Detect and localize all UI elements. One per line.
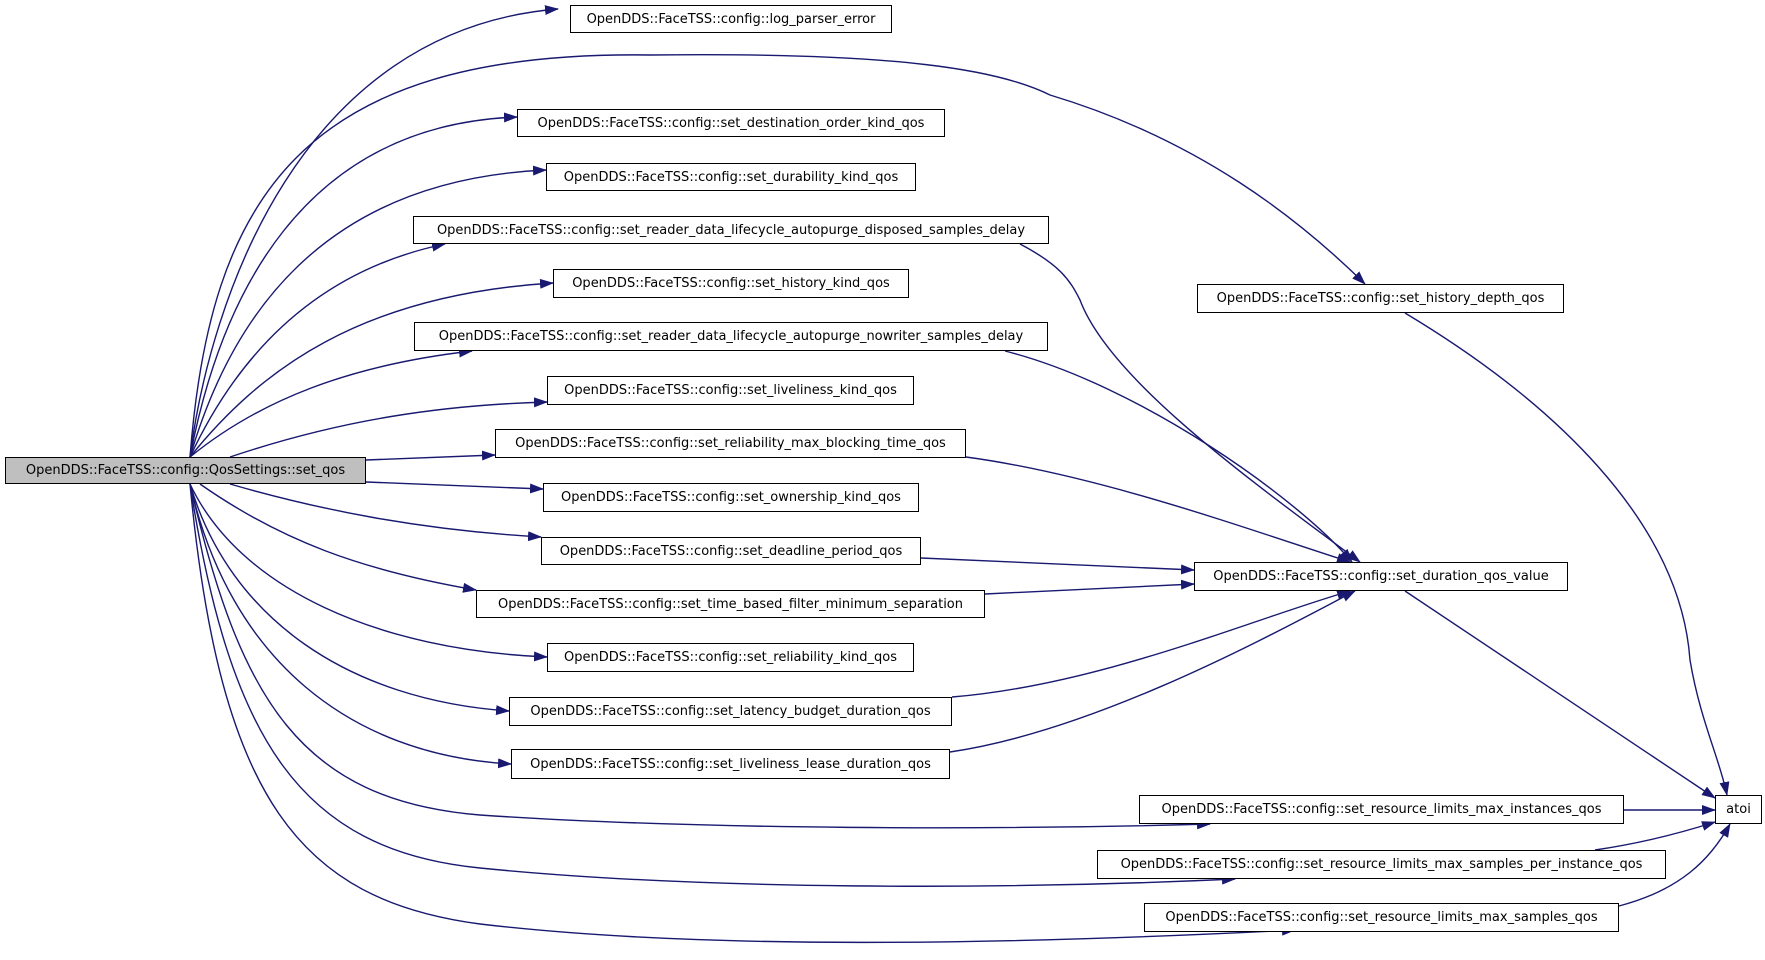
node-set-deadline-period-qos[interactable]: OpenDDS::FaceTSS::config::set_deadline_p…: [541, 537, 921, 565]
edge-set-deadline-period-qos-to-set-duration-qos-value: [920, 557, 1195, 575]
edge-set-liveliness-lease-duration-qos-to-set-duration-qos-value: [949, 590, 1356, 753]
node-set-duration-qos-value[interactable]: OpenDDS::FaceTSS::config::set_duration_q…: [1194, 562, 1568, 591]
edge-root-to-set-resource-limits-max-instances-qos: [189, 483, 1211, 830]
edge-set-time-based-filter-minimum-separation-to-set-duration-qos-value: [984, 579, 1195, 595]
edge-root-to-set-ownership-kind-qos: [365, 481, 544, 494]
edge-set-latency-budget-duration-qos-to-set-duration-qos-value: [951, 589, 1351, 698]
node-set-liveliness-lease-duration-qos[interactable]: OpenDDS::FaceTSS::config::set_liveliness…: [511, 749, 950, 779]
edge-root-to-set-destination-order-kind-qos: [189, 112, 518, 458]
node-set-resource-limits-max-instances-qos[interactable]: OpenDDS::FaceTSS::config::set_resource_l…: [1139, 795, 1624, 824]
edge-root-to-set-reader-data-lifecycle-autopurge-nowriter-samples-delay: [189, 347, 473, 458]
node-set-reader-data-lifecycle-autopurge-disposed-samples-delay[interactable]: OpenDDS::FaceTSS::config::set_reader_dat…: [413, 216, 1049, 244]
node-set-reliability-kind-qos[interactable]: OpenDDS::FaceTSS::config::set_reliabilit…: [547, 643, 914, 672]
edge-set-history-depth-qos-to-atoi: [1404, 312, 1730, 796]
edge-root-to-set-liveliness-kind-qos: [229, 397, 548, 458]
node-set-durability-kind-qos[interactable]: OpenDDS::FaceTSS::config::set_durability…: [546, 163, 916, 191]
edge-set-reader-data-lifecycle-autopurge-nowriter-samples-delay-to-set-duration-qos-value: [1004, 350, 1353, 563]
edge-set-reliability-max-blocking-time-qos-to-set-duration-qos-value: [965, 456, 1351, 563]
edge-set-reader-data-lifecycle-autopurge-disposed-samples-delay-to-set-duration-qos-value: [1019, 243, 1361, 563]
edge-root-to-set-latency-budget-duration-qos: [189, 483, 510, 716]
node-root-set-qos[interactable]: OpenDDS::FaceTSS::config::QosSettings::s…: [5, 457, 366, 484]
node-set-destination-order-kind-qos[interactable]: OpenDDS::FaceTSS::config::set_destinatio…: [517, 109, 945, 137]
edge-root-to-set-resource-limits-max-samples-qos: [189, 483, 1296, 944]
edge-root-to-set-history-kind-qos: [189, 278, 554, 458]
node-log-parser-error[interactable]: OpenDDS::FaceTSS::config::log_parser_err…: [570, 5, 892, 33]
edge-root-to-set-reader-data-lifecycle-autopurge-disposed-samples-delay: [189, 241, 446, 458]
node-set-resource-limits-max-samples-per-instance-qos[interactable]: OpenDDS::FaceTSS::config::set_resource_l…: [1097, 850, 1666, 879]
edge-set-resource-limits-max-samples-per-instance-qos-to-atoi: [1594, 821, 1716, 851]
edge-root-to-set-history-depth-qos: [189, 54, 1366, 458]
edge-set-duration-qos-value-to-atoi: [1404, 590, 1716, 799]
node-set-liveliness-kind-qos[interactable]: OpenDDS::FaceTSS::config::set_liveliness…: [547, 376, 914, 405]
edge-root-to-set-durability-kind-qos: [189, 165, 547, 458]
node-set-history-kind-qos[interactable]: OpenDDS::FaceTSS::config::set_history_ki…: [553, 269, 909, 298]
edge-root-to-set-deadline-period-qos: [229, 483, 542, 542]
node-set-reader-data-lifecycle-autopurge-nowriter-samples-delay[interactable]: OpenDDS::FaceTSS::config::set_reader_dat…: [414, 322, 1048, 351]
node-set-reliability-max-blocking-time-qos[interactable]: OpenDDS::FaceTSS::config::set_reliabilit…: [495, 429, 966, 458]
node-atoi[interactable]: atoi: [1715, 795, 1762, 824]
edge-root-to-log-parser-error: [189, 5, 559, 458]
edge-root-to-set-reliability-max-blocking-time-qos: [365, 450, 496, 461]
edge-root-to-set-reliability-kind-qos: [189, 483, 548, 662]
node-set-resource-limits-max-samples-qos[interactable]: OpenDDS::FaceTSS::config::set_resource_l…: [1144, 903, 1619, 932]
node-set-history-depth-qos[interactable]: OpenDDS::FaceTSS::config::set_history_de…: [1197, 284, 1564, 313]
edge-set-resource-limits-max-samples-qos-to-atoi: [1618, 823, 1731, 907]
node-set-time-based-filter-minimum-separation[interactable]: OpenDDS::FaceTSS::config::set_time_based…: [476, 590, 985, 618]
edge-root-to-set-time-based-filter-minimum-separation: [199, 483, 477, 593]
edge-root-to-set-liveliness-lease-duration-qos: [189, 483, 512, 769]
edge-root-to-set-resource-limits-max-samples-per-instance-qos: [189, 483, 1236, 887]
node-set-ownership-kind-qos[interactable]: OpenDDS::FaceTSS::config::set_ownership_…: [543, 483, 919, 512]
node-set-latency-budget-duration-qos[interactable]: OpenDDS::FaceTSS::config::set_latency_bu…: [509, 697, 952, 726]
